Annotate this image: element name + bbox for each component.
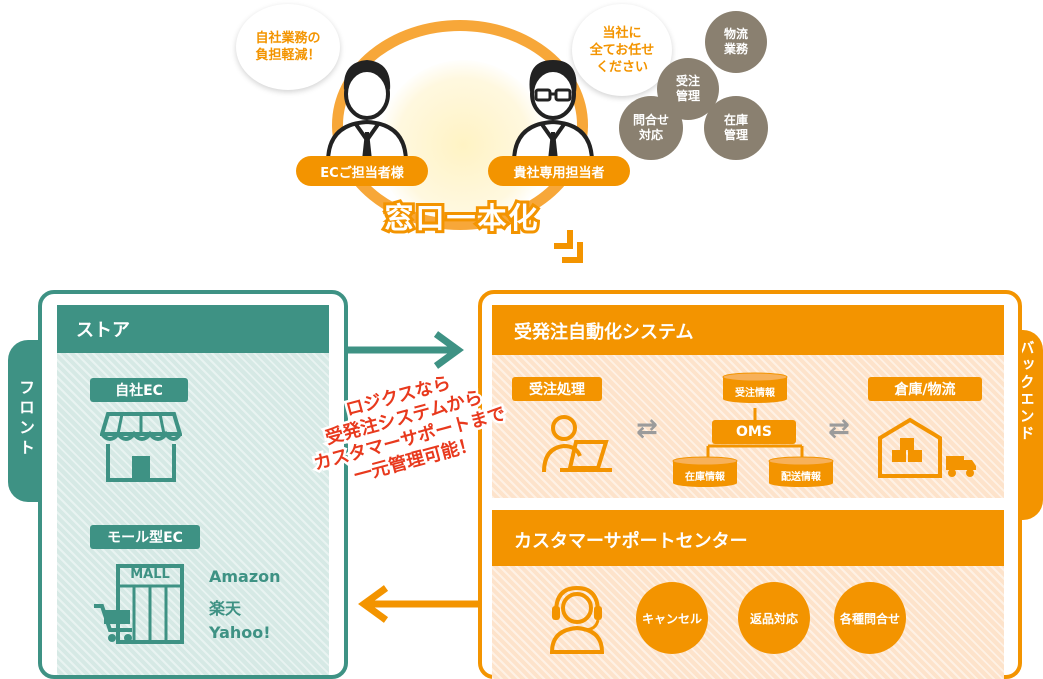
speech-bubble-left: 自社業務の 負担軽減！ bbox=[236, 4, 340, 90]
oms-tag: OMS bbox=[712, 420, 796, 444]
arrow-left-icon bbox=[358, 585, 486, 623]
service-logistics-circle: 物流 業務 bbox=[705, 11, 767, 73]
service-inventory-circle: 在庫 管理 bbox=[704, 96, 768, 160]
service-inquiry-circle-support: 各種問合せ bbox=[834, 582, 906, 654]
cycle-ring bbox=[332, 20, 588, 230]
store-header bbox=[57, 305, 329, 353]
backend-side-label: バックエンド bbox=[1017, 340, 1036, 442]
stock-info-database-icon bbox=[672, 456, 738, 487]
mall-name-yahoo: Yahoo! bbox=[209, 623, 271, 642]
person-laptop-icon bbox=[542, 415, 612, 473]
chevron-down-icon bbox=[554, 230, 583, 263]
mall-name-amazon: Amazon bbox=[209, 567, 281, 586]
support-title: カスタマーサポートセンター bbox=[514, 531, 748, 552]
ec-manager-label: ECご担当者様 bbox=[296, 156, 428, 186]
ec-manager-person-icon bbox=[325, 60, 409, 162]
sync-arrows-left-icon: ⇄ bbox=[636, 414, 658, 444]
sync-arrows-right-icon: ⇄ bbox=[828, 414, 850, 444]
storefront-icon bbox=[100, 412, 182, 482]
store-title: ストア bbox=[76, 320, 130, 341]
warehouse-truck-icon bbox=[878, 417, 976, 478]
dedicated-staff-person-icon bbox=[511, 60, 595, 162]
support-header bbox=[492, 510, 1004, 566]
mall-ec-tag: モール型EC bbox=[90, 525, 200, 549]
single-contact-title: 窓口一本化 bbox=[381, 198, 540, 238]
system-title: 受発注自動化システム bbox=[514, 322, 694, 343]
order-info-database-icon bbox=[722, 372, 788, 403]
order-info-label: 受注情報 bbox=[735, 388, 775, 399]
delivery-info-database-icon bbox=[768, 456, 834, 487]
headset-operator-icon bbox=[549, 585, 605, 654]
mall-sign-text: MALL bbox=[130, 567, 170, 582]
front-side-label: フロント bbox=[16, 379, 35, 459]
service-return-circle: 返品対応 bbox=[738, 582, 810, 654]
oms-connector-lines bbox=[706, 408, 804, 458]
order-processing-tag: 受注処理 bbox=[512, 377, 602, 401]
warehouse-logistics-tag: 倉庫/物流 bbox=[868, 377, 982, 401]
dedicated-staff-label: 貴社専用担当者 bbox=[488, 156, 630, 186]
mall-name-rakuten: 楽天 bbox=[209, 599, 242, 618]
store-panel-body bbox=[57, 353, 329, 675]
stock-info-label: 在庫情報 bbox=[685, 472, 725, 483]
speech-bubble-right: 当社に 全てお任せ ください bbox=[572, 4, 672, 96]
service-inquiry-circle: 問合せ 対応 bbox=[619, 96, 683, 160]
shopping-mall-icon bbox=[94, 564, 184, 644]
arrow-right-icon bbox=[348, 331, 464, 369]
system-header bbox=[492, 305, 1004, 355]
own-ec-tag: 自社EC bbox=[90, 378, 188, 402]
service-cancel-circle: キャンセル bbox=[636, 582, 708, 654]
delivery-info-label: 配送情報 bbox=[781, 472, 821, 483]
